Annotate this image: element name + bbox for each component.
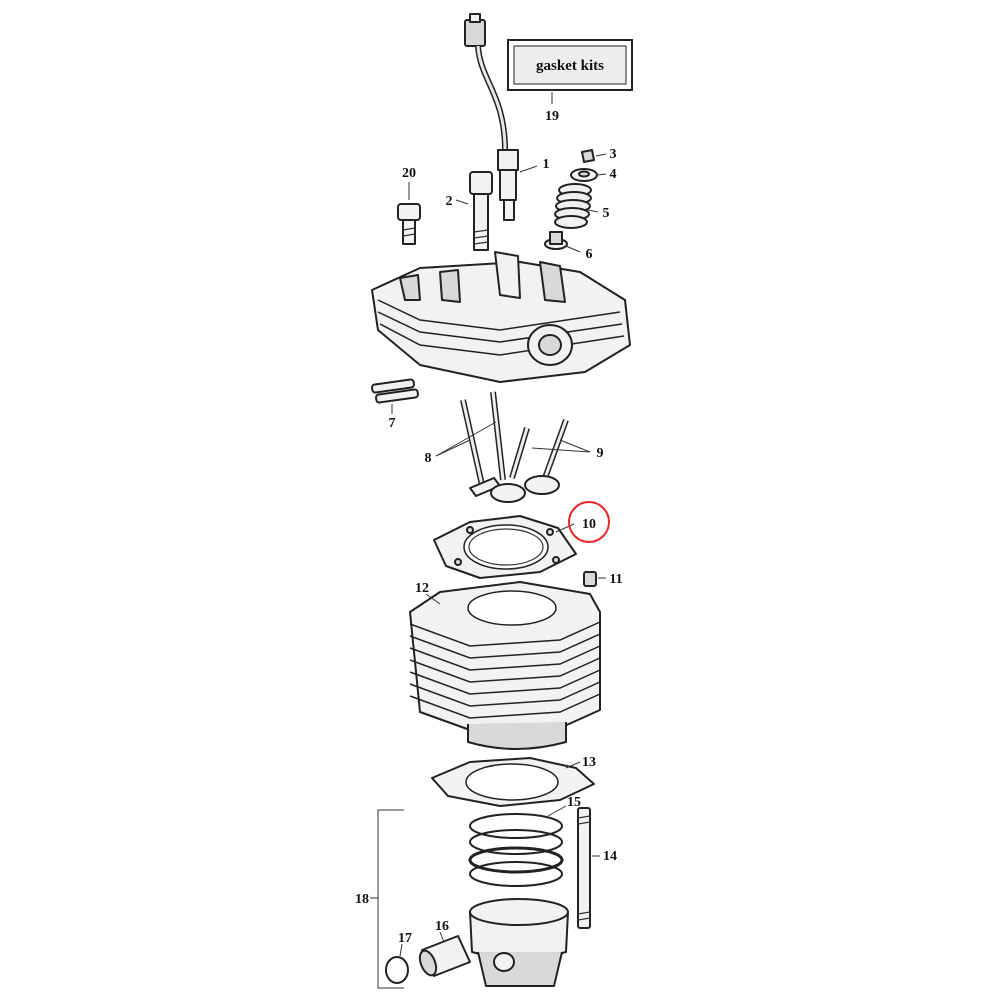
part-9-exhaust-valves[interactable] bbox=[509, 418, 569, 495]
gasket-kit-box[interactable]: gasket kits bbox=[507, 39, 633, 91]
part-15-piston-rings[interactable] bbox=[468, 813, 564, 887]
leader-10 bbox=[555, 523, 575, 533]
leader-15 bbox=[547, 805, 567, 817]
callout-5: 5 bbox=[603, 206, 610, 221]
leader-2 bbox=[455, 199, 469, 205]
part-13-base-gasket[interactable] bbox=[431, 757, 595, 807]
leader-9b bbox=[559, 439, 591, 453]
leader-1 bbox=[519, 165, 538, 173]
callout-15: 15 bbox=[567, 795, 581, 810]
part-16-piston-pin[interactable] bbox=[417, 935, 471, 978]
leader-3 bbox=[595, 153, 607, 157]
callout-12: 12 bbox=[415, 581, 429, 596]
callout-6: 6 bbox=[586, 247, 593, 262]
part-5-valve-spring[interactable] bbox=[554, 183, 592, 229]
leader-13 bbox=[565, 761, 581, 769]
leader-8b bbox=[435, 421, 497, 457]
part-8-intake-valves[interactable] bbox=[460, 391, 526, 503]
callout-14: 14 bbox=[603, 849, 617, 864]
part-17-circlip[interactable] bbox=[385, 956, 409, 984]
callout-18: 18 bbox=[355, 892, 369, 907]
part-1-sensor[interactable] bbox=[464, 13, 519, 221]
callout-9: 9 bbox=[597, 446, 604, 461]
callout-17: 17 bbox=[398, 931, 412, 946]
callout-16: 16 bbox=[435, 919, 449, 934]
part-11-dowel[interactable] bbox=[583, 571, 597, 587]
piston[interactable] bbox=[469, 898, 569, 987]
part-2-long-bolt[interactable] bbox=[469, 171, 493, 251]
part-7-dowel-pins[interactable] bbox=[371, 378, 419, 404]
callout-4: 4 bbox=[610, 167, 617, 182]
part-14-cylinder-stud[interactable] bbox=[577, 807, 591, 929]
gasket-kit-label: gasket kits bbox=[536, 58, 604, 74]
part-3-valve-keeper[interactable] bbox=[581, 149, 595, 163]
bracket-18 bbox=[377, 809, 404, 989]
part-6-valve-seal[interactable] bbox=[544, 231, 568, 250]
callout-8: 8 bbox=[425, 451, 432, 466]
callout-10[interactable]: 10 bbox=[582, 517, 596, 532]
part-10-head-gasket[interactable] bbox=[433, 515, 577, 579]
part-4-spring-retainer[interactable] bbox=[570, 168, 598, 182]
highlight-circle bbox=[568, 501, 610, 543]
leader-16 bbox=[439, 931, 445, 943]
callout-7: 7 bbox=[389, 416, 396, 431]
callout-11: 11 bbox=[609, 572, 622, 587]
callout-13: 13 bbox=[582, 755, 596, 770]
leader-17 bbox=[399, 943, 403, 957]
callout-3: 3 bbox=[610, 147, 617, 162]
callout-20: 20 bbox=[402, 166, 416, 181]
leader-9a bbox=[531, 447, 591, 453]
callout-2: 2 bbox=[446, 194, 453, 209]
callout-19: 19 bbox=[545, 109, 559, 124]
cylinder-head[interactable] bbox=[371, 251, 631, 383]
leader-6 bbox=[565, 245, 581, 253]
leader-5 bbox=[587, 209, 599, 213]
leader-4 bbox=[597, 173, 607, 176]
callout-1: 1 bbox=[543, 157, 550, 172]
leader-12 bbox=[425, 593, 441, 605]
part-12-cylinder[interactable] bbox=[409, 581, 601, 750]
part-20-short-bolt[interactable] bbox=[397, 203, 421, 245]
